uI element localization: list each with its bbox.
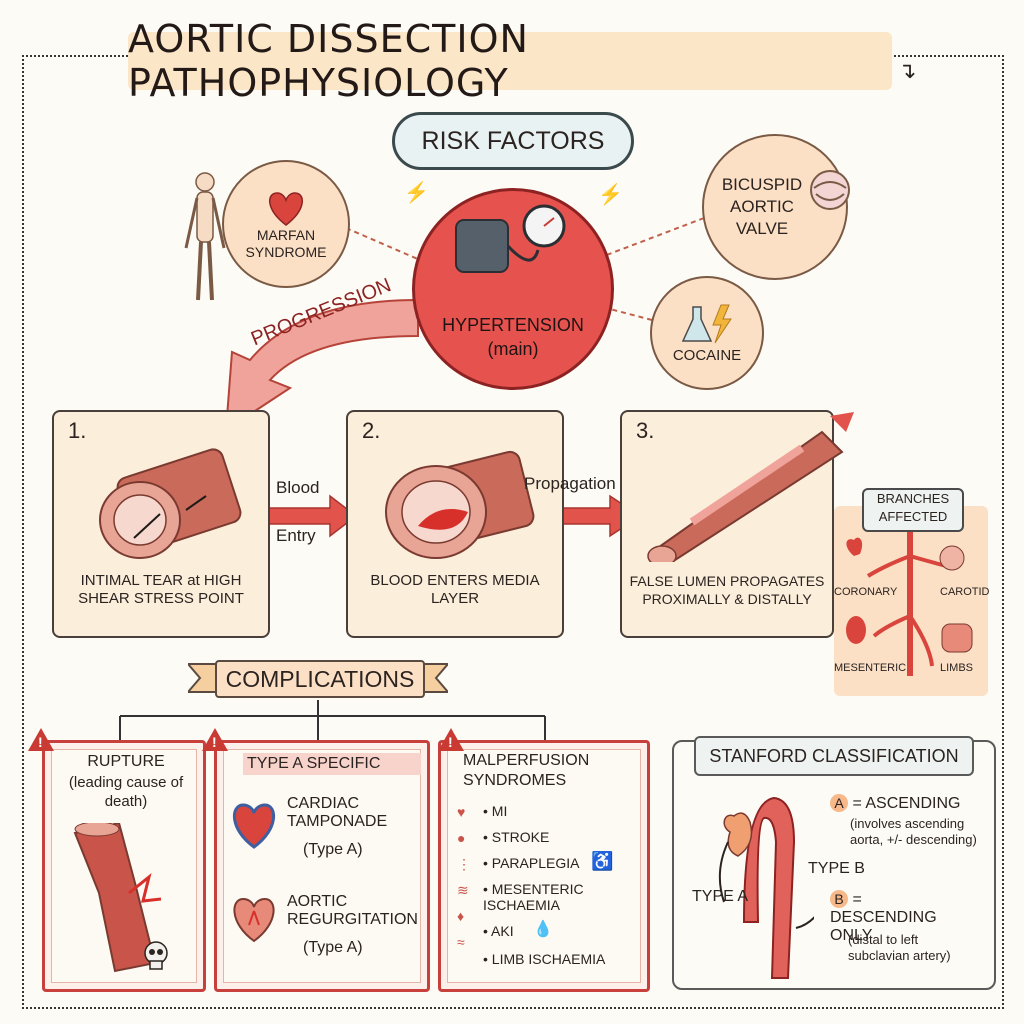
step-1-caption: INTIMAL TEAR at HIGH SHEAR STRESS POINT [78, 572, 244, 607]
flow-label-propagation: Propagation [524, 474, 616, 493]
branches-affected-panel: CORONARY CAROTID MESENTERIC LIMBS [834, 506, 990, 696]
false-lumen-illustration [647, 412, 854, 562]
regurgitation-label: AORTIC REGURGITATION [287, 893, 418, 928]
warning-rupture-icon [28, 728, 54, 751]
heart-icon [269, 192, 303, 226]
branch-coronary: CORONARY [834, 586, 898, 598]
bicuspid-label: BICUSPID AORTIC VALVE [721, 175, 803, 238]
flow-label-blood: Blood [276, 478, 320, 497]
malperfusion-item-mesenteric: • MESENTERIC ISCHAEMIA [483, 881, 584, 913]
malperfusion-item-aki: • AKI [483, 923, 514, 939]
skull-icon [144, 941, 168, 970]
malperfusion-inner [447, 749, 641, 983]
complications-ribbon [188, 663, 448, 693]
warning-type-a-mark: ! [212, 734, 217, 750]
stanford-b-text: = DESCENDING ONLY [830, 891, 937, 944]
stanford-heading: STANFORD CLASSIFICATION [694, 736, 974, 776]
hypertension-note: (main) [487, 339, 539, 359]
complication-type-a-panel: TYPE A SPECIFIC CARDIAC TAMPONADE (Type … [214, 740, 430, 992]
rupture-note: (leading cause of death) [68, 774, 184, 810]
complication-malperfusion-panel: MALPERFUSION SYNDROMES ♥●⋮≋♦≈ • MI • STR… [438, 740, 650, 992]
malperfusion-item-stroke: • STROKE [483, 829, 550, 845]
droplet-icon: 💧 [533, 921, 553, 938]
flask-lightning-icon [681, 304, 732, 343]
step-3-panel: 3. FALSE LUMEN PROPAGATES PROXIMALLY & D… [620, 410, 854, 638]
warning-rupture-mark: ! [38, 734, 43, 750]
malperfusion-icons: ♥●⋮≋♦≈ [457, 804, 471, 950]
rupture-title: RUPTURE [87, 753, 165, 770]
hypertension-label: HYPERTENSION [442, 315, 584, 335]
step-1-panel: 1. INTIMAL TEAR at HIGH SHEAR STRESS POI… [52, 410, 270, 638]
step-1-number: 1. [68, 418, 87, 443]
step-3-caption: FALSE LUMEN PROPAGATES PROXIMALLY & DIST… [629, 573, 825, 607]
curved-arrow-icon: ↴ [898, 58, 917, 83]
risk-factors-label: RISK FACTORS [421, 126, 605, 155]
title-banner: AORTIC DISSECTION PATHOPHYSIOLOGY [128, 17, 892, 105]
aorta-classification-illustration [718, 796, 814, 979]
tamponade-label: CARDIAC TAMPONADE [287, 795, 388, 830]
stanford-type-a-label: TYPE A [692, 888, 749, 905]
wheelchair-icon: ♿ [591, 851, 614, 871]
stanford-panel: A = ASCENDING (involves ascending aorta,… [672, 740, 996, 990]
blood-pressure-cuff-icon [455, 204, 566, 273]
warning-malperfusion-icon [438, 728, 464, 751]
stanford-b-badge: B [830, 890, 848, 908]
bicuspid-connector [603, 217, 705, 257]
warning-malperfusion-mark: ! [448, 734, 453, 750]
aorta-tear-illustration [99, 448, 242, 559]
risk-factor-marfan: MARFAN SYNDROME [222, 160, 350, 288]
marfan-label: MARFAN SYNDROME [245, 227, 327, 260]
risk-factor-hypertension: HYPERTENSION (main) [412, 188, 614, 390]
alert-spark-left-icon: ⚡ [404, 182, 429, 204]
branches-affected-heading: BRANCHES AFFECTED [862, 488, 964, 532]
malperfusion-item-limb: • LIMB ISCHAEMIA [483, 951, 606, 967]
type-a-inner [223, 749, 421, 983]
cocaine-connector [605, 307, 653, 321]
regurgitation-heart-icon [233, 897, 275, 943]
branch-mesenteric: MESENTERIC [834, 662, 907, 674]
stanford-type-b-label: TYPE B [808, 860, 865, 877]
branching-vessels-illustration [846, 532, 973, 676]
alert-spark-right-icon: ⚡ [598, 184, 623, 206]
human-figure-icon [184, 172, 226, 301]
type-a-title: TYPE A SPECIFIC [243, 753, 421, 775]
stanford-b-note: (distal to left subclavian artery) [848, 932, 951, 963]
stanford-a-note: (involves ascending aorta, +/- descendin… [850, 816, 977, 847]
regurgitation-note: (Type A) [303, 939, 363, 956]
step-3-number: 3. [636, 418, 655, 443]
malperfusion-title: MALPERFUSION SYNDROMES [463, 752, 590, 789]
step-2-caption: BLOOD ENTERS MEDIA LAYER [370, 572, 540, 607]
flow-label-entry: Entry [276, 526, 316, 545]
branch-carotid: CAROTID [940, 586, 990, 598]
tamponade-note: (Type A) [303, 841, 363, 858]
step-2-number: 2. [362, 418, 381, 443]
blood-entering-media-illustration [385, 450, 535, 559]
cocaine-label: COCAINE [672, 346, 742, 364]
valve-icon [810, 170, 850, 210]
malperfusion-item-mi: • MI [483, 803, 508, 819]
stanford-a-badge: A [830, 794, 848, 812]
marfan-connector [345, 227, 421, 261]
tamponade-heart-icon [232, 803, 276, 849]
page-title: AORTIC DISSECTION PATHOPHYSIOLOGY [128, 17, 529, 105]
risk-factors-heading: RISK FACTORS [392, 112, 634, 170]
branch-limbs: LIMBS [940, 662, 974, 674]
risk-factor-cocaine: COCAINE [650, 276, 764, 390]
warning-type-a-icon [202, 728, 228, 751]
stanford-a-text: = ASCENDING [852, 795, 961, 812]
complications-heading: COMPLICATIONS [215, 660, 425, 698]
step-2-panel: 2. BLOOD ENTERS MEDIA LAYER [346, 410, 564, 638]
complication-rupture-panel: RUPTURE (leading cause of death) [42, 740, 206, 992]
malperfusion-item-paraplegia: • PARAPLEGIA [483, 855, 580, 871]
